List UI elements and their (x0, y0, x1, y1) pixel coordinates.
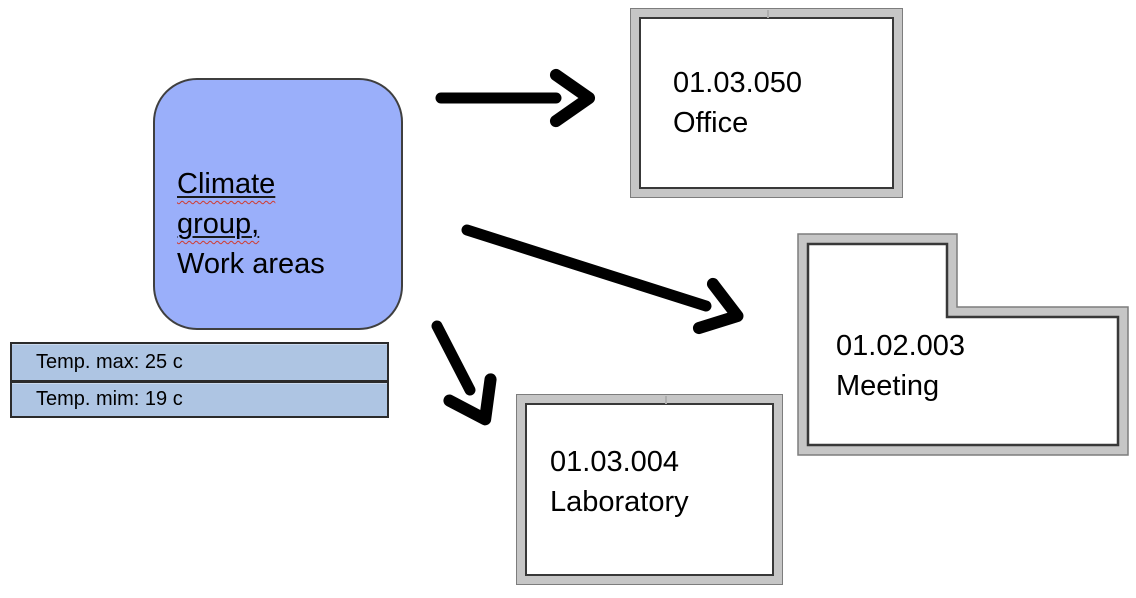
room-office-name: Office (673, 107, 749, 139)
room-office-floor: 01.03.050 Office (639, 17, 894, 189)
temp-max-label: Temp. max: 25 c (36, 350, 183, 373)
room-office-label: 01.03.050 Office (641, 19, 892, 143)
node-label-line-1: Climate (177, 168, 276, 200)
wall-seam (767, 10, 769, 18)
room-office[interactable]: 01.03.050 Office (630, 8, 903, 198)
room-laboratory-label: 01.03.004 Laboratory (527, 405, 772, 522)
climate-group-label: Climate group, Work areas (177, 164, 325, 284)
wall-seam (665, 396, 667, 404)
room-laboratory-name: Laboratory (550, 486, 689, 518)
arrow-to-laboratory (431, 320, 497, 426)
room-meeting-label: 01.02.003 Meeting (836, 326, 965, 406)
temperature-table: Temp. max: 25 c Temp. mim: 19 c (10, 342, 389, 418)
room-meeting-name: Meeting (836, 370, 940, 402)
room-office-id: 01.03.050 (673, 67, 803, 99)
node-label-line-3: Work areas (177, 248, 325, 280)
room-meeting-floor (806, 242, 1120, 447)
arrow-to-meeting (461, 224, 744, 335)
room-laboratory[interactable]: 01.03.004 Laboratory (516, 394, 783, 585)
temp-min-label: Temp. mim: 19 c (36, 388, 183, 410)
temp-min-row[interactable]: Temp. mim: 19 c (12, 380, 387, 416)
room-meeting[interactable] (797, 233, 1130, 457)
climate-group-node[interactable]: Climate group, Work areas (153, 78, 403, 330)
room-laboratory-id: 01.03.004 (550, 446, 680, 478)
temp-max-row[interactable]: Temp. max: 25 c (12, 344, 387, 380)
room-laboratory-floor: 01.03.004 Laboratory (525, 403, 774, 576)
node-label-line-2: group, (177, 208, 260, 240)
room-meeting-id: 01.02.003 (836, 330, 966, 362)
